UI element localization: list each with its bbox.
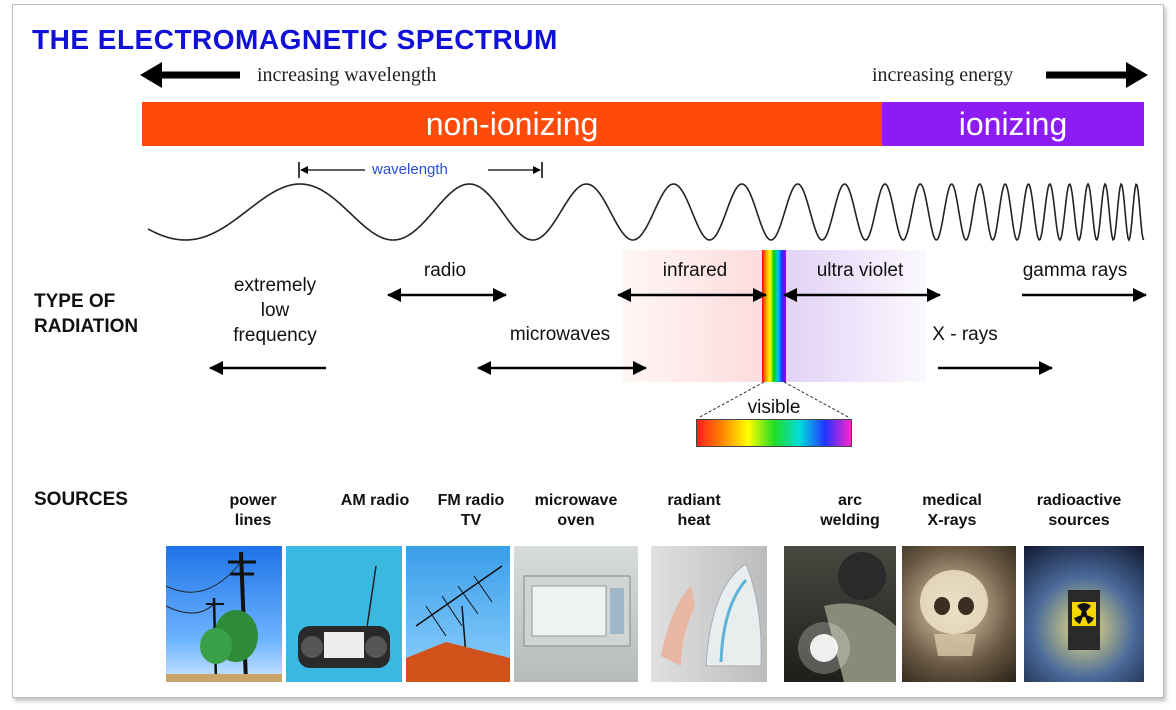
type-of-radiation-heading: TYPE OF RADIATION bbox=[34, 291, 139, 337]
ultraviolet-label: ultra violet bbox=[816, 260, 904, 281]
xrays-label: X - rays bbox=[932, 324, 998, 345]
infrared-shading bbox=[622, 250, 762, 382]
radioactive-photo bbox=[1024, 546, 1144, 682]
visible-light-strip bbox=[762, 250, 786, 382]
non-ionizing-band: non-ionizing bbox=[142, 102, 882, 146]
microwaves-label: microwaves bbox=[509, 324, 611, 345]
elf-label: extremely low frequency bbox=[233, 275, 317, 346]
increasing-wavelength-label: increasing wavelength bbox=[257, 64, 437, 86]
radio-label: radio bbox=[423, 260, 467, 281]
power-lines-photo bbox=[166, 546, 282, 682]
wavelength-label: wavelength bbox=[372, 161, 448, 178]
source-label-medical-xrays: medical X-rays bbox=[922, 492, 982, 529]
source-label-am-radio: AM radio bbox=[340, 492, 410, 509]
visible-spectrum-bar bbox=[696, 419, 852, 447]
source-label-power-lines: power lines bbox=[229, 492, 277, 529]
microwave-oven-photo bbox=[514, 546, 638, 682]
gamma-rays-label: gamma rays bbox=[1022, 260, 1128, 281]
increasing-energy-label: increasing energy bbox=[872, 64, 1014, 86]
ultraviolet-shading bbox=[786, 250, 926, 382]
ionizing-band: ionizing bbox=[882, 102, 1144, 146]
medical-xray-photo bbox=[902, 546, 1016, 682]
wavelength-marker bbox=[298, 162, 543, 178]
source-label-fm-radio-tv: FM radio TV bbox=[437, 492, 505, 529]
am-radio-photo bbox=[286, 546, 402, 682]
source-label-radiant-heat: radiant heat bbox=[667, 492, 721, 529]
sources-heading: SOURCES bbox=[34, 489, 128, 510]
visible-label: visible bbox=[747, 397, 801, 418]
diagram-title: THE ELECTROMAGNETIC SPECTRUM bbox=[32, 24, 558, 55]
sine-wave bbox=[147, 182, 1145, 243]
energy-arrow-right bbox=[1046, 62, 1148, 88]
source-label-arc-welding: arc welding bbox=[820, 492, 880, 529]
source-label-radioactive: radioactive sources bbox=[1036, 492, 1122, 529]
radiant-heat-photo bbox=[651, 546, 767, 682]
wavelength-arrow-left bbox=[140, 62, 240, 88]
tv-antenna-photo bbox=[406, 546, 510, 682]
visible-zoom-lines bbox=[697, 381, 851, 419]
source-label-microwave-oven: microwave oven bbox=[534, 492, 618, 529]
arc-welding-photo bbox=[784, 546, 896, 682]
infrared-label: infrared bbox=[662, 260, 728, 281]
